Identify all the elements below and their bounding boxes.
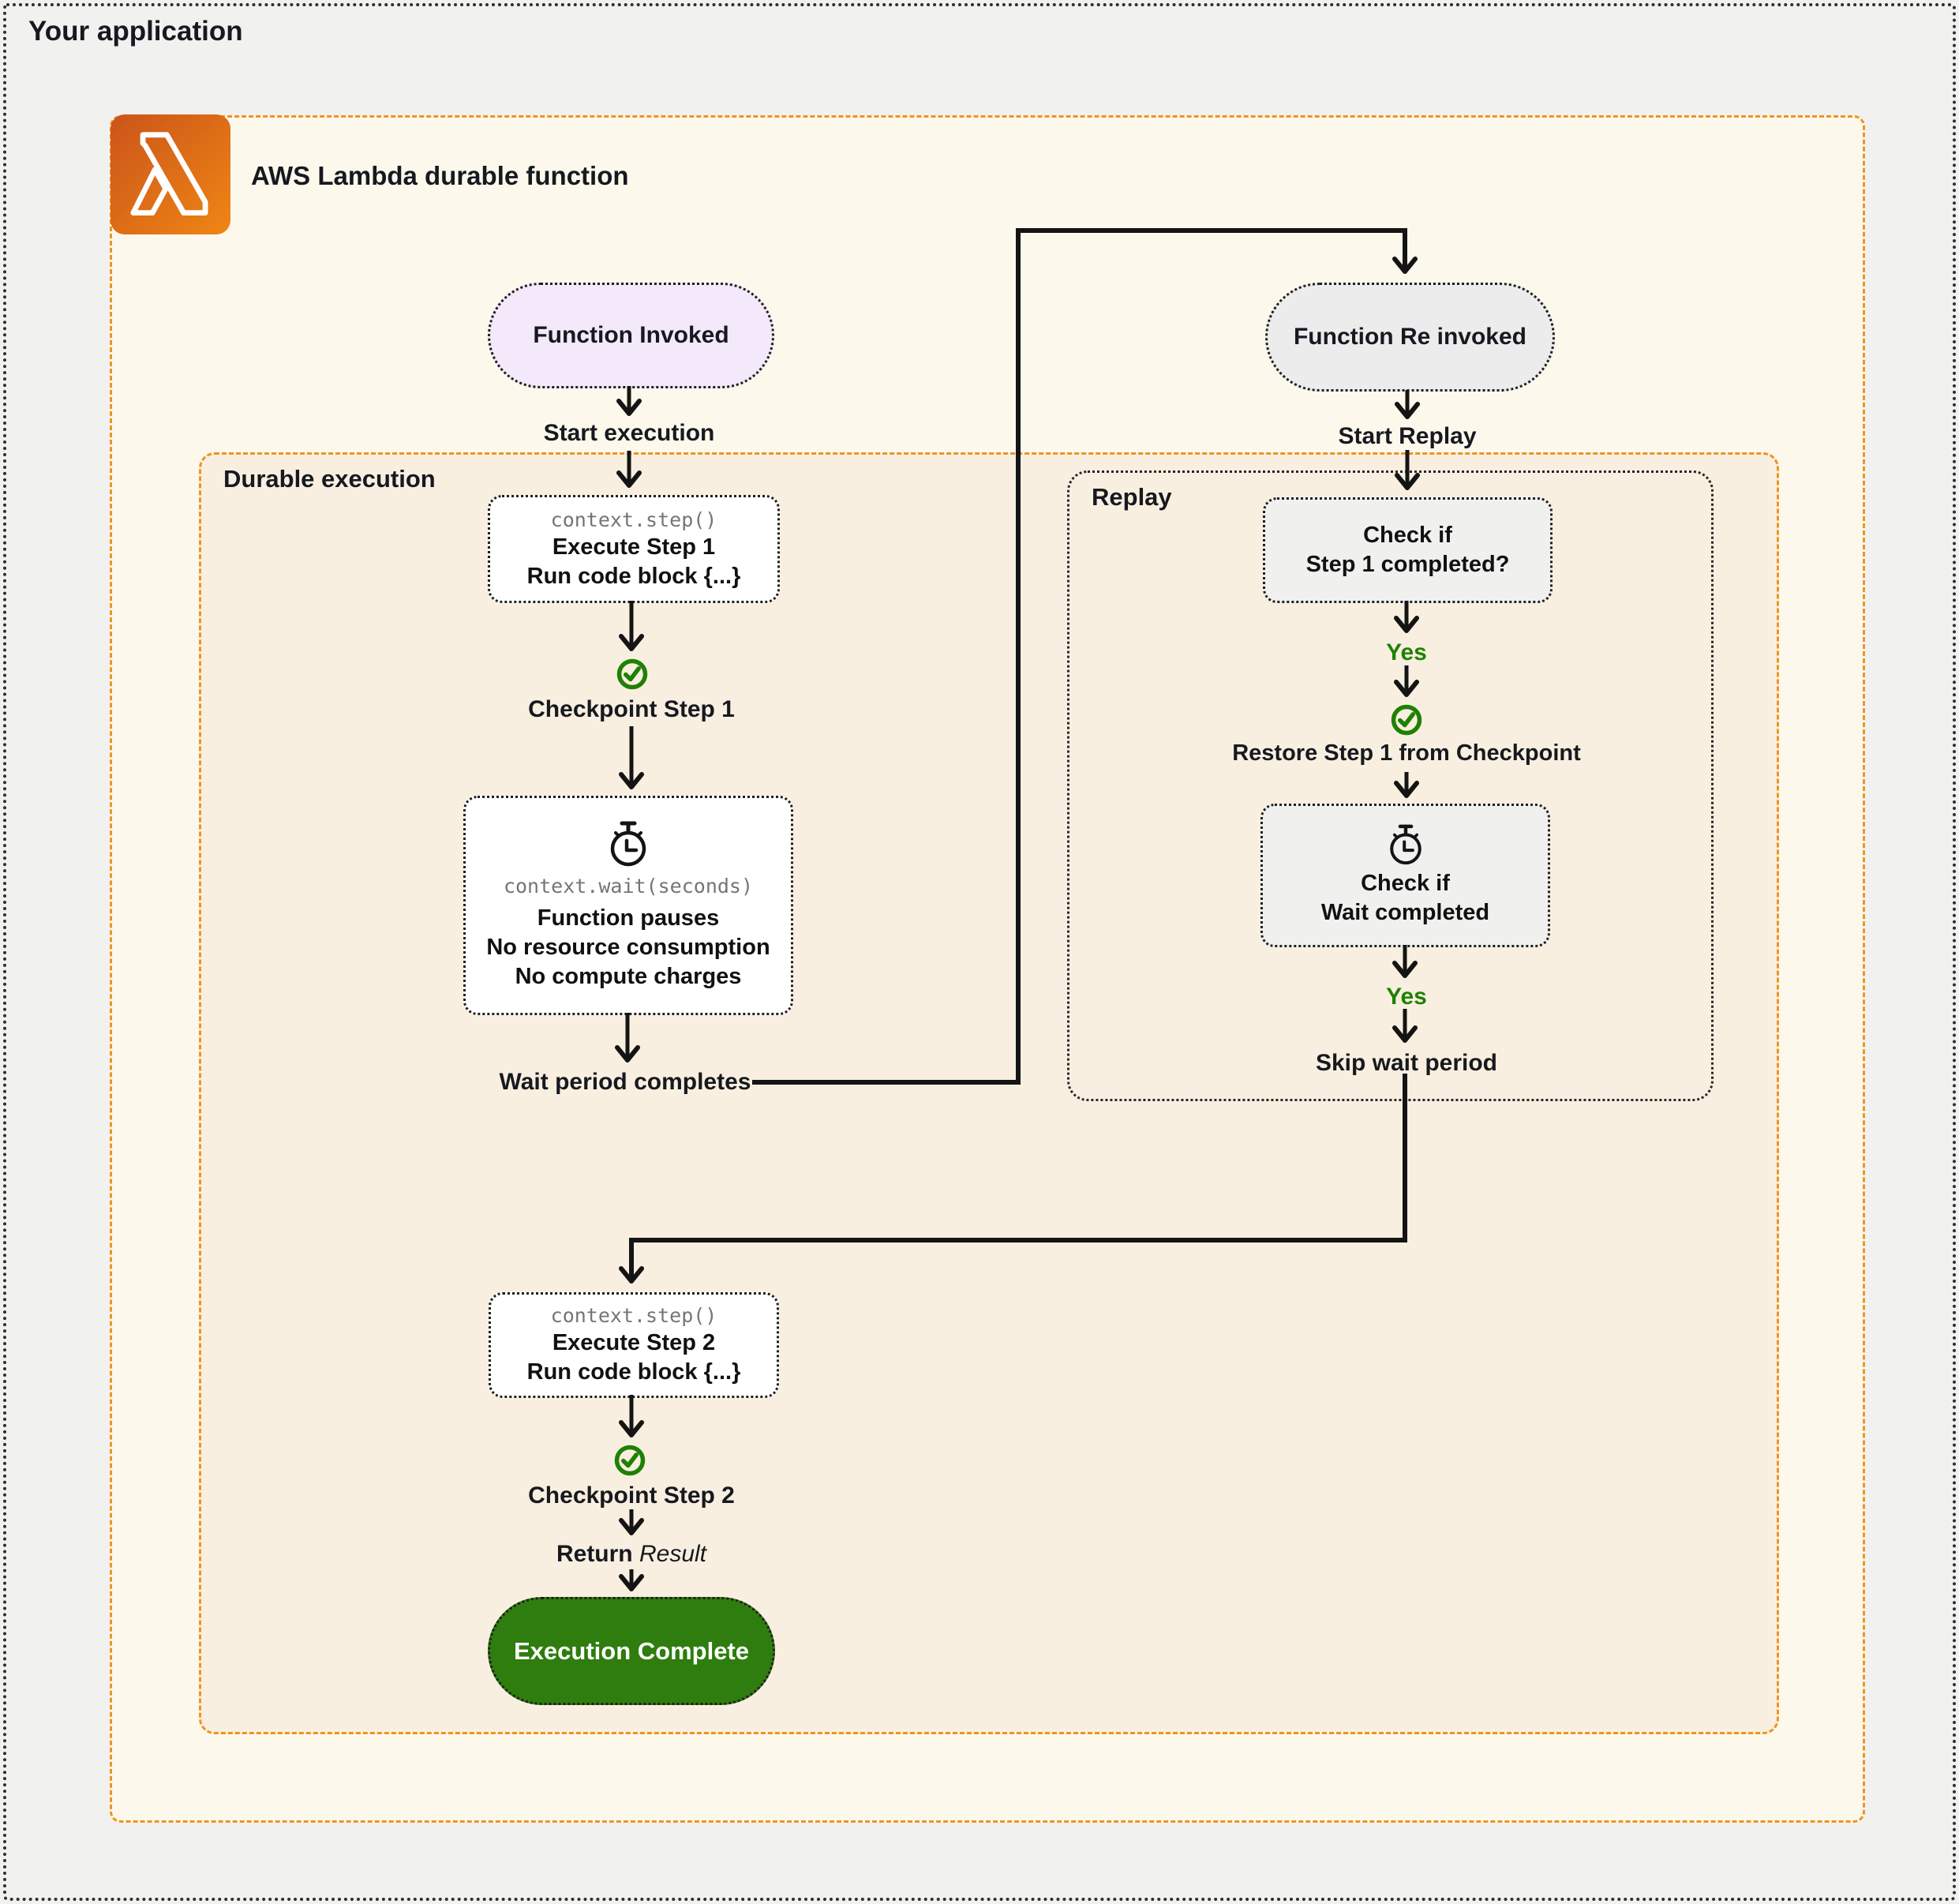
check-wait-line1: Check if [1361,871,1450,896]
node-execute-step2: context.step() Execute Step 2 Run code b… [489,1292,779,1398]
wait-line3: No compute charges [515,963,742,989]
node-execution-complete: Execution Complete [488,1597,775,1705]
step1-line2: Run code block {...} [526,563,741,589]
wait-line2: No resource consumption [486,934,770,960]
durable-execution-label: Durable execution [223,465,436,493]
step2-code: context.step() [550,1304,717,1327]
check-wait-line2: Wait completed [1320,900,1490,925]
check-step1-line2: Step 1 completed? [1305,552,1510,577]
label-yes-wait: Yes [1386,984,1427,1010]
node-function-invoked: Function Invoked [488,283,774,388]
label-yes-step1: Yes [1386,639,1427,665]
stopwatch-icon [610,821,646,866]
panel-title: AWS Lambda durable function [251,161,629,190]
aws-lambda-icon [110,114,230,234]
label-start-execution: Start execution [543,420,715,446]
check-circle-icon [1389,703,1424,741]
check-circle-icon [612,1443,647,1482]
wait-line1: Function pauses [537,905,720,931]
label-restore-step1: Restore Step 1 from Checkpoint [1232,740,1581,766]
return-italic: Result [639,1541,707,1567]
check-circle-icon [615,657,650,695]
node-function-reinvoked: Function Re invoked [1265,283,1555,392]
label-checkpoint-step2: Checkpoint Step 2 [528,1482,735,1509]
replay-label: Replay [1092,483,1172,511]
wait-code: context.wait(seconds) [503,874,754,898]
node-context-wait: context.wait(seconds) Function pauses No… [463,796,793,1015]
label-wait-period-completes: Wait period completes [499,1069,751,1095]
lambda-glyph [130,132,208,216]
stopwatch-icon [1389,824,1421,865]
node-check-step1: Check if Step 1 completed? [1263,497,1553,603]
node-execute-step1: context.step() Execute Step 1 Run code b… [488,495,780,603]
label-return-result: Return Result [489,1541,773,1568]
return-bold: Return [556,1541,639,1567]
step1-line1: Execute Step 1 [552,534,716,560]
label-start-replay: Start Replay [1338,423,1477,449]
check-step1-line1: Check if [1363,523,1452,548]
step2-line1: Execute Step 2 [552,1330,716,1355]
node-check-wait: Check if Wait completed [1260,804,1550,947]
step1-code: context.step() [550,508,717,531]
label-checkpoint-step1: Checkpoint Step 1 [528,696,735,722]
label-skip-wait-period: Skip wait period [1315,1050,1498,1076]
step2-line2: Run code block {...} [526,1359,741,1385]
app-title: Your application [28,16,243,47]
